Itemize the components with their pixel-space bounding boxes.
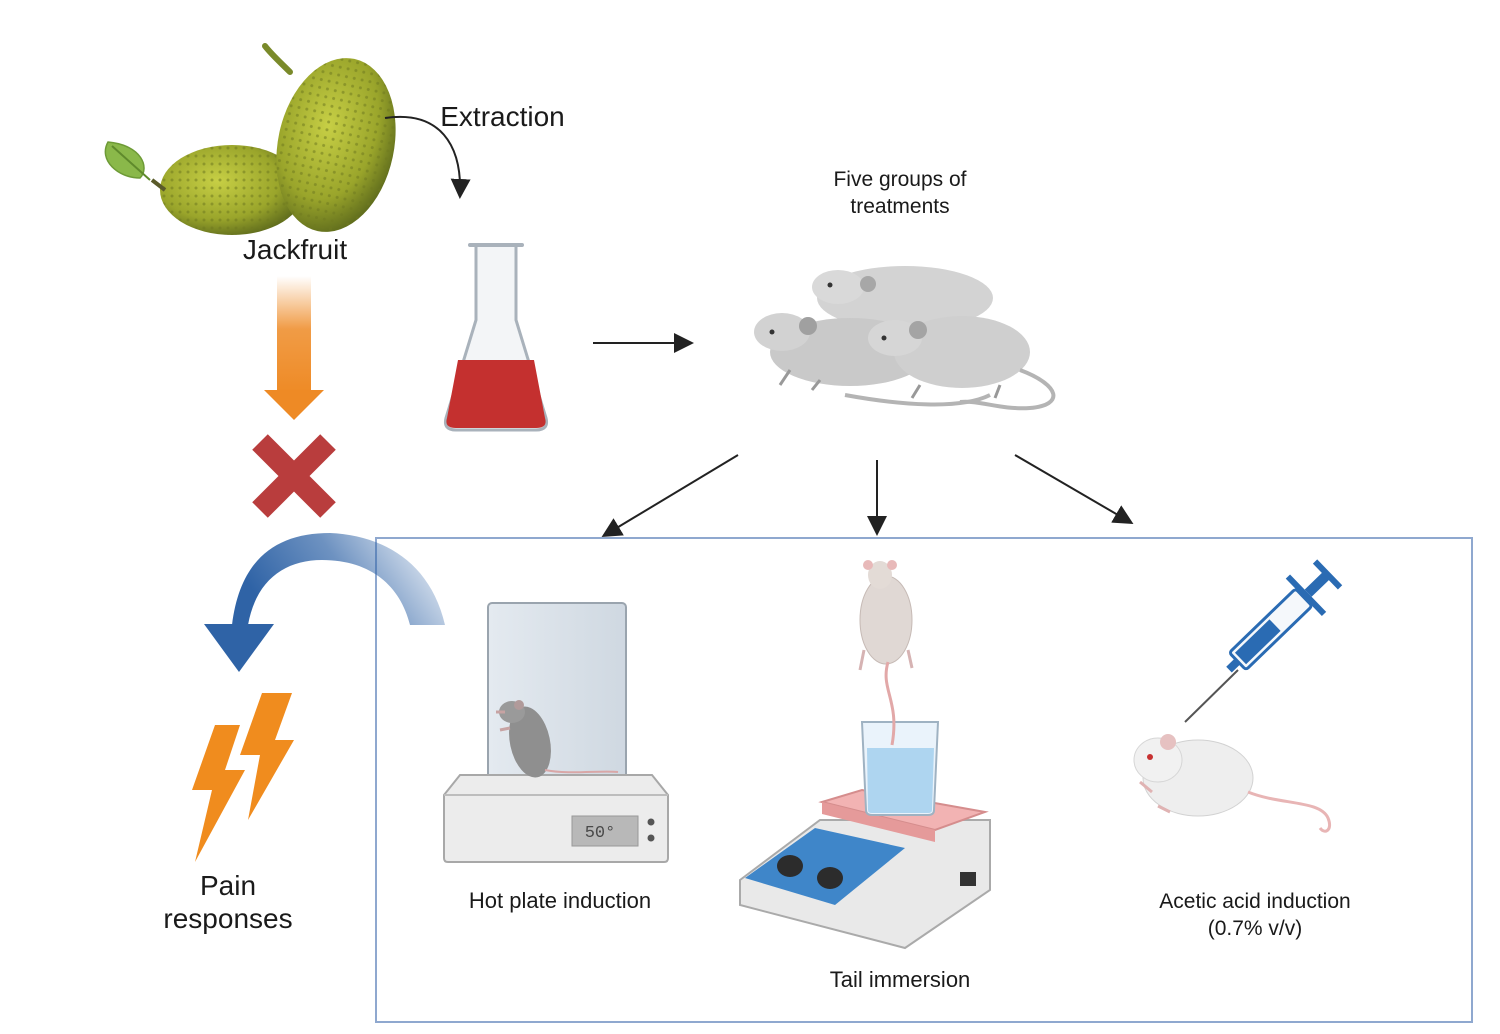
acetic-line1: Acetic acid induction: [1159, 890, 1351, 913]
extraction-label: Extraction: [440, 101, 565, 132]
flask-icon: [444, 243, 548, 432]
syringe-icon: [1184, 559, 1343, 723]
hot-plate-apparatus: [443, 602, 669, 863]
lightning-icon: [192, 693, 294, 862]
pain-responses-label: Pain responses: [148, 869, 308, 935]
jackfruit-illustration: [104, 43, 396, 235]
five-groups-line1: Five groups of: [833, 168, 967, 191]
acetic-acid-label: Acetic acid induction (0.7% v/v): [1130, 888, 1380, 942]
five-groups-label: Five groups of treatments: [790, 166, 1010, 220]
acetic-line2: (0.7% v/v): [1207, 917, 1303, 940]
pain-line1: Pain: [199, 870, 257, 901]
tail-immersion-label: Tail immersion: [829, 967, 971, 992]
hot-plate-label: Hot plate induction: [468, 888, 652, 913]
red-cross-icon: [252, 434, 336, 518]
five-groups-line2: treatments: [850, 195, 950, 218]
mouse-illustration: [1133, 734, 1332, 833]
orange-down-arrow: [264, 276, 324, 420]
jackfruit-label: Jackfruit: [242, 234, 348, 265]
arrow-to-acetic-acid: [1014, 454, 1134, 525]
pain-line2: responses: [163, 903, 293, 934]
extraction-arrow: [384, 115, 471, 199]
mice-group-illustration: [754, 266, 1056, 411]
hot-plate-display: 50°: [585, 824, 616, 843]
blue-curved-arrow: [204, 533, 445, 672]
experiment-box: [375, 537, 1473, 1023]
arrow-to-hot-plate: [601, 454, 739, 538]
tail-immersion-apparatus: [739, 560, 991, 950]
